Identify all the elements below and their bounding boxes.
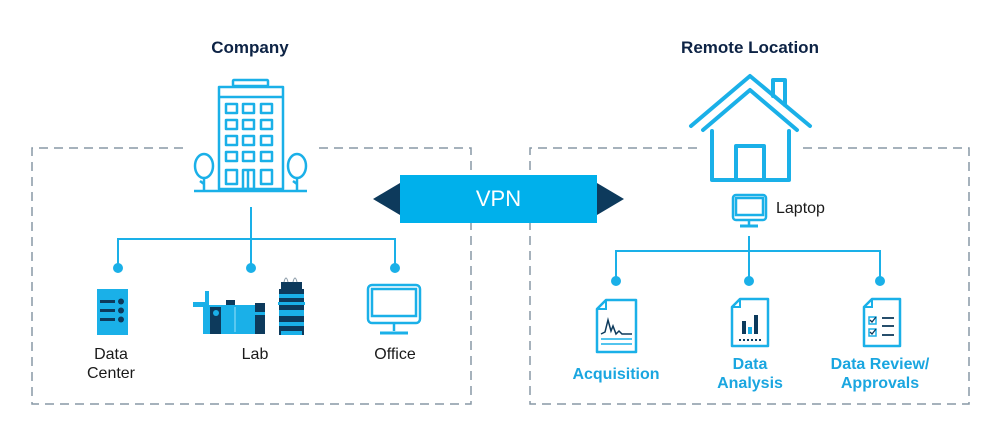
node-office-label: Office: [374, 346, 416, 363]
remote-connectors: [611, 236, 885, 286]
remote-location-title: Remote Location: [681, 38, 819, 57]
company-connectors: [113, 207, 400, 273]
house-icon: [689, 74, 812, 182]
laptop-label: Laptop: [776, 200, 825, 217]
desktop-monitor-icon: [366, 283, 422, 335]
vpn-right-arrow-icon: [597, 183, 624, 215]
company-title: Company: [211, 38, 289, 57]
laptop-icon: [731, 193, 768, 228]
checklist-document-icon: [862, 297, 902, 348]
node-data-center-label: Data Center: [71, 345, 151, 383]
node-data-review-label: Data Review/ Approvals: [815, 355, 945, 393]
node-data-analysis-label: Data Analysis: [690, 355, 810, 393]
label-line: Center: [86, 365, 136, 382]
vpn-label: VPN: [475, 186, 522, 211]
label-line: Approvals: [840, 375, 920, 392]
label-line: Data: [732, 356, 768, 373]
node-lab-label: Lab: [241, 346, 269, 363]
remote-boundary: [529, 147, 970, 405]
label-line: Data: [94, 346, 128, 363]
bar-chart-document-icon: [730, 297, 770, 348]
lab-instrument-icon: [193, 277, 305, 335]
label-line: Data Review/: [830, 356, 930, 373]
node-acquisition-label: Acquisition: [572, 366, 660, 383]
server-icon: [97, 289, 128, 335]
chromatogram-document-icon: [595, 298, 638, 354]
company-boundary: [31, 147, 472, 405]
label-line: Analysis: [717, 375, 783, 392]
office-building-icon: [193, 78, 308, 193]
vpn-banner: VPN: [400, 175, 597, 223]
vpn-left-arrow-icon: [373, 183, 400, 215]
